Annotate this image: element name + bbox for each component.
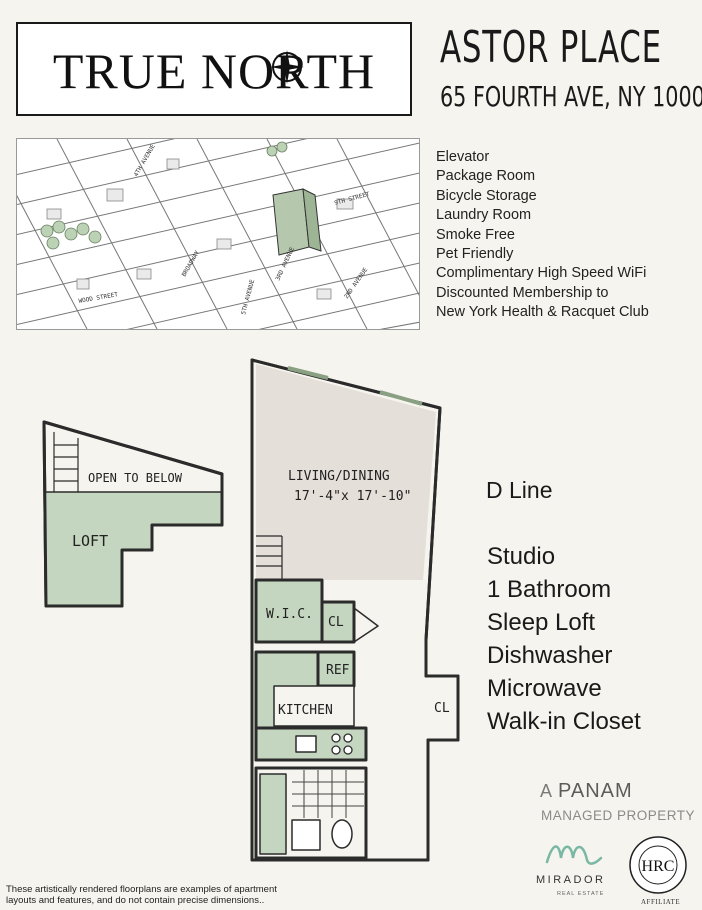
hrc-letters: HRC bbox=[642, 858, 675, 875]
amenity-item: Pet Friendly bbox=[436, 246, 514, 263]
disclaimer: These artistically rendered floorplans a… bbox=[6, 884, 277, 906]
floorplan: OPEN TO BELOW LOFT LIVING/DINING 17'-4"x… bbox=[42, 358, 460, 862]
closet-label: CL bbox=[328, 615, 344, 630]
loft-area: OPEN TO BELOW LOFT bbox=[42, 420, 224, 608]
panam-logo: A PANAM bbox=[540, 780, 633, 803]
feature-item: Sleep Loft bbox=[487, 609, 596, 636]
building-marker bbox=[272, 188, 322, 256]
panam-name: PANAM bbox=[558, 780, 633, 802]
logo-box: TRUE NORTH N bbox=[16, 22, 412, 116]
compass-letter: N bbox=[284, 50, 291, 51]
amenity-item: Discounted Membership to bbox=[436, 284, 609, 301]
feature-item: Studio bbox=[487, 543, 556, 570]
building-address: 65 FOURTH AVE, NY 10003 bbox=[440, 80, 702, 113]
amenity-item: Elevator bbox=[436, 149, 490, 165]
feature-item: Walk-in Closet bbox=[487, 708, 641, 735]
mirador-name: MIRADOR bbox=[536, 874, 606, 886]
amenity-item: New York Health & Racquet Club bbox=[436, 304, 649, 321]
map-label-2nd-ave: 2ND AVENUE bbox=[343, 266, 370, 300]
wic-label: W.I.C. bbox=[266, 607, 313, 622]
open-to-below-label: OPEN TO BELOW bbox=[88, 471, 183, 485]
neighborhood-map: 4TH AVENUE 9TH STREET BROADWAY 5TH AVENU… bbox=[16, 138, 420, 330]
building-name: ASTOR PLACE bbox=[440, 22, 662, 73]
amenity-item: Laundry Room bbox=[436, 207, 532, 224]
panam-prefix: A bbox=[540, 781, 553, 801]
living-dining-dims: 17'-4"x 17'-10" bbox=[294, 489, 411, 504]
feature-item: Dishwasher bbox=[487, 642, 613, 669]
managed-property-label: MANAGED PROPERTY bbox=[541, 808, 696, 823]
mirador-m-icon bbox=[545, 845, 603, 865]
hrc-seal-icon: HRC bbox=[629, 836, 687, 894]
compass-icon: N bbox=[270, 50, 304, 84]
unit-features: Studio 1 Bathroom Sleep Loft Dishwasher … bbox=[487, 540, 641, 738]
brand-logo-text: TRUE NORTH bbox=[52, 43, 376, 99]
amenity-item: Bicycle Storage bbox=[436, 187, 537, 204]
map-label-5th-ave: 5TH AVENUE bbox=[240, 278, 256, 315]
amenity-item: Package Room bbox=[436, 168, 536, 185]
mirador-subtitle: REAL ESTATE bbox=[557, 891, 605, 897]
amenity-item: Complimentary High Speed WiFi bbox=[436, 265, 647, 282]
feature-item: Microwave bbox=[487, 675, 602, 702]
loft-label: LOFT bbox=[72, 532, 108, 550]
kitchen-label: KITCHEN bbox=[278, 703, 333, 718]
amenities-list: Elevator Package Room Bicycle Storage La… bbox=[436, 148, 649, 323]
hall-closet-label: CL bbox=[434, 701, 450, 716]
main-unit: LIVING/DINING 17'-4"x 17'-10" W.I.C. CL … bbox=[250, 358, 460, 862]
ref-label: REF bbox=[326, 663, 350, 678]
amenity-item: Smoke Free bbox=[436, 226, 515, 243]
living-dining-label: LIVING/DINING bbox=[288, 469, 390, 484]
feature-item: 1 Bathroom bbox=[487, 576, 612, 603]
affiliate-label: AFFILIATE bbox=[641, 898, 681, 906]
unit-line: D Line bbox=[486, 477, 553, 503]
